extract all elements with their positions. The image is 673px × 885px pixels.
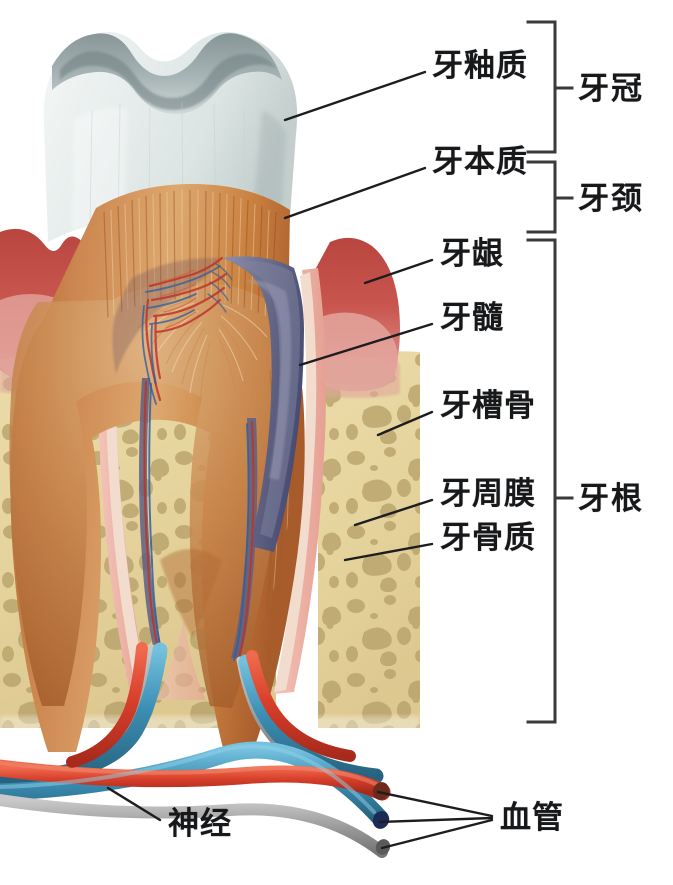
leader-vessels xyxy=(380,818,494,850)
label-pulp: 牙髓 xyxy=(440,300,504,335)
label-periodontal-membrane: 牙周膜 xyxy=(440,476,536,511)
leader-vessels xyxy=(378,816,494,824)
leader-nerve xyxy=(106,786,162,822)
label-region-crown: 牙冠 xyxy=(578,71,644,106)
leader-gingiva xyxy=(363,258,434,285)
pulp-vessels xyxy=(141,256,255,661)
bracket-root xyxy=(526,238,557,724)
bracket-crown xyxy=(526,20,557,154)
leader-vessels xyxy=(376,790,494,818)
leader-periodontal xyxy=(353,498,434,527)
grouping-brackets xyxy=(526,20,574,724)
label-gingiva: 牙龈 xyxy=(440,236,504,271)
leader-alveolar xyxy=(376,410,434,437)
label-dentin: 牙本质 xyxy=(432,144,528,179)
label-cementum: 牙骨质 xyxy=(440,520,536,555)
label-blood-vessels: 血管 xyxy=(500,800,564,835)
label-region-neck: 牙颈 xyxy=(578,181,644,216)
leader-enamel xyxy=(283,70,427,122)
vessel-cut-ends xyxy=(372,782,391,855)
label-alveolar-bone: 牙槽骨 xyxy=(440,388,536,423)
label-nerve: 神经 xyxy=(168,806,232,841)
dentin-layer xyxy=(9,184,305,754)
leader-pulp xyxy=(298,322,434,367)
neurovascular-bundle xyxy=(0,642,391,858)
bracket-neck xyxy=(526,160,557,234)
leader-lines xyxy=(106,70,494,850)
leader-dentin xyxy=(283,166,427,220)
label-enamel: 牙釉质 xyxy=(432,48,528,83)
label-region-root: 牙根 xyxy=(578,481,644,516)
leader-cementum xyxy=(343,542,434,562)
